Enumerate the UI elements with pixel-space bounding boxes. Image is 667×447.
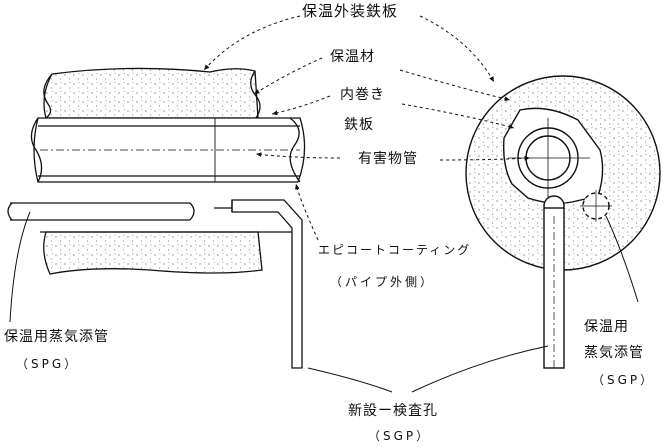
side-view	[7, 67, 306, 369]
label-outer-jacket: 保温外装鉄板	[302, 2, 399, 20]
label-inner-wrap-line2: 鉄板	[344, 117, 374, 133]
label-inspection-line1: 新設ー検査孔	[348, 403, 438, 419]
label-tracer-right-line1: 保温用	[584, 319, 629, 335]
inspection-pipe-bent	[231, 199, 303, 369]
label-tracer-left-line1: 保温用蒸気添管	[4, 329, 109, 345]
label-process-pipe: 有害物管	[358, 151, 418, 167]
pipe-break-right	[289, 117, 301, 183]
insulation-break-right	[250, 70, 261, 119]
steam-tracer-left	[10, 202, 190, 221]
insulation-break-left	[43, 73, 53, 119]
label-tracer-right-line3: （SGP）	[592, 373, 656, 387]
label-tracer-left-line2: （SPG）	[16, 357, 80, 371]
insulation-bottom-band	[43, 231, 263, 275]
cross-section-view	[465, 75, 661, 369]
pipe-break-left	[30, 117, 43, 183]
insulation-top-band	[43, 67, 259, 119]
label-inspection-line2: （SGP）	[368, 429, 432, 443]
label-inner-wrap-line1: 内巻き	[340, 87, 385, 103]
label-insulation: 保温材	[330, 49, 375, 65]
leader-lines	[9, 15, 639, 393]
label-coating-line2: （パイプ外側）	[330, 275, 436, 289]
label-coating-line1: エピコートコーティング	[318, 243, 472, 257]
label-tracer-right-line2: 蒸気添管	[584, 345, 644, 361]
